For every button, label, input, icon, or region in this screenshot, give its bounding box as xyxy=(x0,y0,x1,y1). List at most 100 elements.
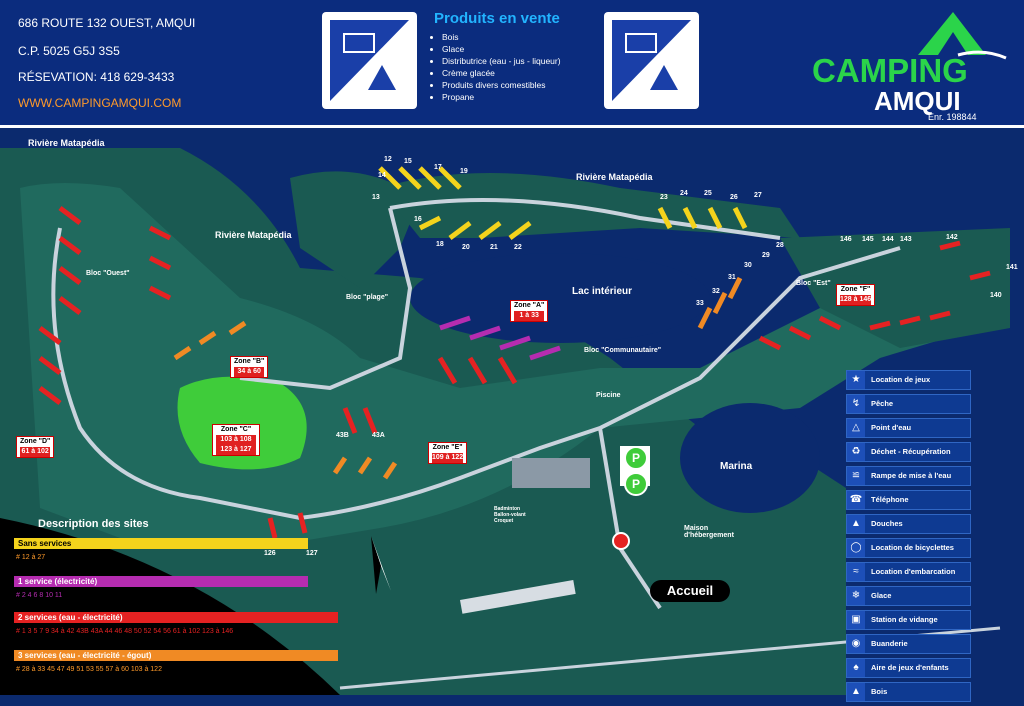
products-title: Produits en vente xyxy=(434,10,560,27)
site-number: 22 xyxy=(514,244,522,251)
header-banner: 686 ROUTE 132 OUEST, AMQUI C.P. 5025 G5J… xyxy=(0,0,1024,128)
zone-a-badge[interactable]: Zone "A"1 à 33 xyxy=(510,300,549,322)
piscine-label: Piscine xyxy=(596,392,621,399)
legend-item: ◯Location de bicyclettes xyxy=(846,538,971,558)
compass-icon xyxy=(371,536,391,594)
legend-item: ◉Buanderie xyxy=(846,634,971,654)
site-number: 17 xyxy=(434,164,442,171)
category-bar-1-service: 1 service (électricité) xyxy=(14,576,308,587)
wood-icon: ▲ xyxy=(847,683,865,701)
marina-label: Marina xyxy=(720,461,753,472)
product-item: Propane xyxy=(442,91,590,103)
category-sites-1-service: # 2 4 6 8 10 11 xyxy=(16,592,63,599)
site-number: 21 xyxy=(490,244,498,251)
zone-f-badge[interactable]: Zone "F"128 à 146 xyxy=(836,284,876,306)
brand-camping: CAMPING xyxy=(812,52,968,89)
site-number: 143 xyxy=(900,236,912,243)
fishing-icon: ↯ xyxy=(847,395,865,413)
legend-item: ↯Pêche xyxy=(846,394,971,414)
product-item: Bois xyxy=(442,31,590,43)
site-number: 12 xyxy=(384,156,392,163)
zone-d-badge[interactable]: Zone "D"61 à 102 xyxy=(16,436,55,458)
site-number: 142 xyxy=(946,234,958,241)
legend-item: ▲Bois xyxy=(846,682,971,702)
site-number: 144 xyxy=(882,236,894,243)
brand-amqui: AMQUI xyxy=(874,86,961,116)
parking-icon: P xyxy=(624,446,648,470)
boat-ramp-icon: ≌ xyxy=(847,467,865,485)
phone-icon: ☎ xyxy=(847,491,865,509)
address-text: 686 ROUTE 132 OUEST, AMQUI xyxy=(18,16,196,30)
site-number: 141 xyxy=(1006,264,1018,271)
badminton-label: Badminton Ballon-volant Croquet xyxy=(494,506,526,524)
legend-item: ≌Rampe de mise à l'eau xyxy=(846,466,971,486)
dump-station-icon: ▣ xyxy=(847,611,865,629)
site-number: 126 xyxy=(264,550,276,557)
shower-icon: ▲ xyxy=(847,515,865,533)
site-number: 27 xyxy=(754,192,762,199)
riviere-label-3: Rivière Matapédia xyxy=(576,172,653,182)
canoe-icon: ≈ xyxy=(847,563,865,581)
product-item: Produits divers comestibles xyxy=(442,79,590,91)
legend-item: ▣Station de vidange xyxy=(846,610,971,630)
site-number: 14 xyxy=(378,172,386,179)
zone-c-badge[interactable]: Zone "C"103 à 108 123 à 127 xyxy=(212,424,260,456)
riviere-label-1: Rivière Matapédia xyxy=(28,138,105,148)
category-sites-2-services: # 1 3 5 7 9 34 à 42 43B 43A 44 46 48 50 … xyxy=(16,628,234,635)
site-number: 25 xyxy=(704,190,712,197)
category-sites-sans-services: # 12 à 27 xyxy=(16,554,46,561)
legend-item: ★Location de jeux xyxy=(846,370,971,390)
site-number: 43A xyxy=(372,432,385,439)
maison-label: Maison d'hébergement xyxy=(684,525,734,539)
postal-text: C.P. 5025 G5J 3S5 xyxy=(18,44,120,58)
accueil-marker-icon[interactable] xyxy=(612,532,630,550)
site-number: 24 xyxy=(680,190,688,197)
site-number: 146 xyxy=(840,236,852,243)
site-number: 31 xyxy=(728,274,736,281)
camping-sign-icon xyxy=(322,12,417,109)
camping-logo: CAMPING AMQUI Enr. 198844 xyxy=(808,10,1008,122)
site-number: 32 xyxy=(712,288,720,295)
playground-icon: ♠ xyxy=(847,659,865,677)
category-sites-3-services: # 28 à 33 45 47 49 51 53 55 57 à 60 103 … xyxy=(16,666,162,673)
recycle-bin-icon: ♻ xyxy=(847,443,865,461)
product-item: Distributrice (eau - jus - liqueur) xyxy=(442,55,590,67)
site-number: 30 xyxy=(744,262,752,269)
website-link[interactable]: WWW.CAMPINGAMQUI.COM xyxy=(18,96,182,110)
mountain-logo-icon xyxy=(918,12,1007,60)
parking-icon-2: P xyxy=(624,472,648,496)
site-number: 26 xyxy=(730,194,738,201)
site-number: 18 xyxy=(436,241,444,248)
site-number: 23 xyxy=(660,194,668,201)
site-number: 29 xyxy=(762,252,770,259)
bloc-est-label: Bloc "Est" xyxy=(796,280,831,287)
brand-enr: Enr. 198844 xyxy=(928,112,977,122)
ice-icon: ❄ xyxy=(847,587,865,605)
product-item: Glace xyxy=(442,43,590,55)
legend-item: ♠Aire de jeux d'enfants xyxy=(846,658,971,678)
category-bar-3-services: 3 services (eau - électricité - égout) xyxy=(14,650,338,661)
camping-sign-icon-2 xyxy=(604,12,699,109)
reservation-text: RÉSEVATION: 418 629-3433 xyxy=(18,70,175,84)
legend-item: ▲Douches xyxy=(846,514,971,534)
zone-e-badge[interactable]: Zone "E"109 à 122 xyxy=(428,442,468,464)
zone-b-badge[interactable]: Zone "B"34 à 60 xyxy=(230,356,269,378)
lac-label: Lac intérieur xyxy=(572,286,633,297)
legend-item: △Point d'eau xyxy=(846,418,971,438)
site-description-panel: Description des sites Sans services # 12… xyxy=(0,510,380,695)
site-number: 33 xyxy=(696,300,704,307)
legend-item: ☎Téléphone xyxy=(846,490,971,510)
laundry-icon: ◉ xyxy=(847,635,865,653)
bloc-plage-label: Bloc "plage" xyxy=(346,294,389,301)
site-number: 15 xyxy=(404,158,412,165)
bloc-ouest-label: Bloc "Ouest" xyxy=(86,270,130,277)
legend-item: ♻Déchet - Récupération xyxy=(846,442,971,462)
site-number: 43B xyxy=(336,432,349,439)
site-number: 127 xyxy=(306,550,318,557)
bloc-communautaire-label: Bloc "Communautaire" xyxy=(584,347,662,354)
legend-item: ❄Glace xyxy=(846,586,971,606)
site-number: 20 xyxy=(462,244,470,251)
accueil-label[interactable]: Accueil xyxy=(650,580,730,602)
legend-panel: ★Location de jeux ↯Pêche △Point d'eau ♻D… xyxy=(846,370,971,706)
site-number: 16 xyxy=(414,216,422,223)
